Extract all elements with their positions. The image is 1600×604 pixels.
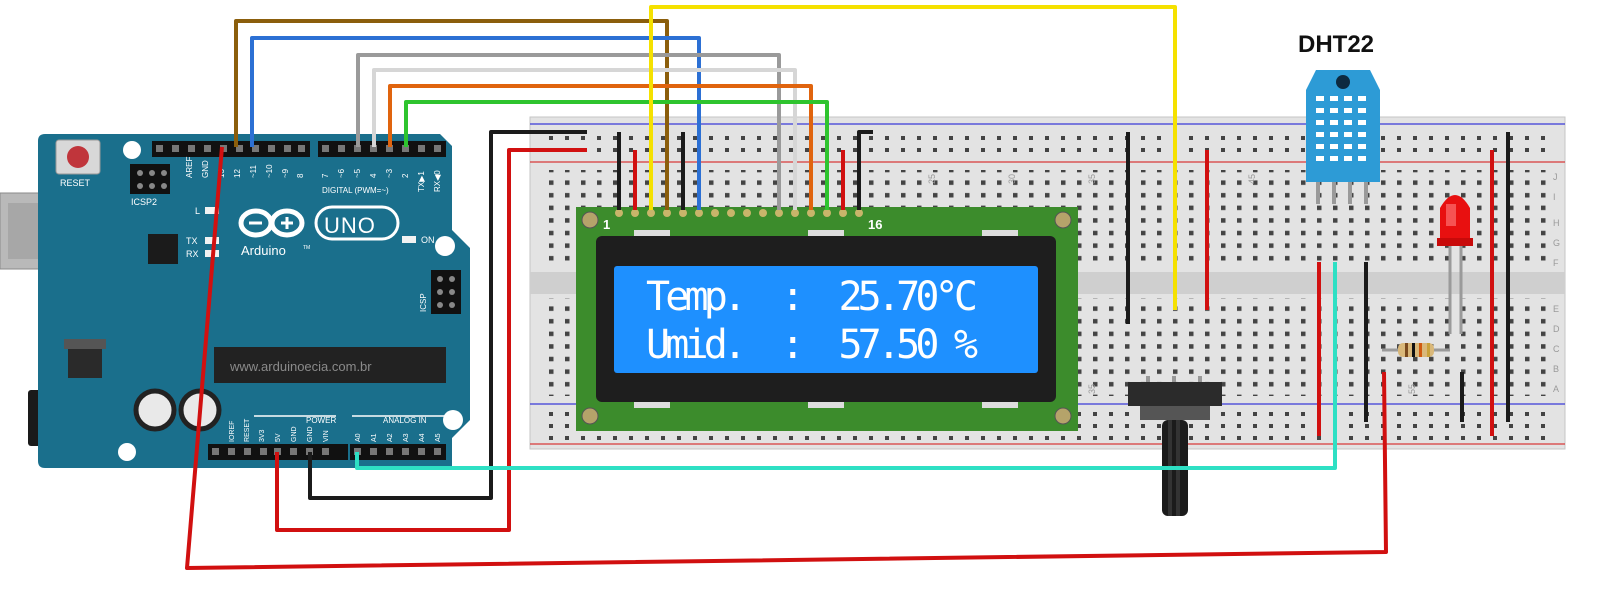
atmega-chip <box>214 347 446 383</box>
power-pin-label: RESET <box>244 418 251 442</box>
lcd-line-1: Temp. : 25.70°C <box>646 274 978 320</box>
breadboard-labels: 25 30 35 45 35 55 J I H G F E D C B A <box>927 172 1560 394</box>
wire-green <box>404 100 829 210</box>
lcd-pin-last-label: 16 <box>868 217 882 232</box>
icsp2-header <box>130 164 170 194</box>
on-label: ON <box>421 235 435 245</box>
power-pin-label: VIN <box>323 430 330 442</box>
row-letter: E <box>1553 304 1559 314</box>
lcd-16x2 <box>576 207 1078 431</box>
power-pin-label: GND <box>307 426 314 442</box>
wire-a0 <box>355 262 1337 470</box>
arduino-logo-icon <box>238 208 305 238</box>
dht22-sensor <box>1306 70 1380 204</box>
pin-label: 7 <box>321 173 330 178</box>
row-letter: G <box>1553 238 1560 248</box>
col-number: 35 <box>1087 174 1097 184</box>
row-letter: C <box>1553 344 1560 354</box>
digital-label: DIGITAL (PWM=~) <box>322 186 389 195</box>
col-number: 25 <box>927 174 937 184</box>
pin-label: ~3 <box>385 168 394 178</box>
pin-label: 12 <box>233 169 242 178</box>
pin-label: ~5 <box>353 168 362 178</box>
row-letter: D <box>1553 324 1560 334</box>
icsp-label: ICSP <box>419 293 428 312</box>
website-label: www.arduinoecia.com.br <box>229 359 372 374</box>
pin-label: RX◀0 <box>433 170 442 192</box>
row-letter: B <box>1553 364 1559 374</box>
small-chip <box>148 234 178 264</box>
lcd-screen <box>614 266 1038 373</box>
red-led <box>1437 195 1473 334</box>
power-pin-label: IOREF <box>229 421 236 442</box>
tx-led <box>205 237 219 244</box>
row-letter: I <box>1553 192 1556 202</box>
analog-header <box>350 444 446 460</box>
reset-label: RESET <box>60 178 91 188</box>
analog-pin-label: A5 <box>435 433 442 442</box>
aref-label: AREF <box>185 157 194 178</box>
pin-label: 8 <box>296 173 305 178</box>
analog-pin-label: A1 <box>371 433 378 442</box>
power-pin-label: GND <box>291 426 298 442</box>
capacitor <box>133 388 177 432</box>
power-pin-label: 3V3 <box>259 429 266 442</box>
digital-header-right <box>318 141 446 157</box>
l-led <box>205 207 219 214</box>
voltage-regulator <box>68 346 102 378</box>
wire-brown <box>234 19 669 210</box>
wires <box>185 5 1510 570</box>
row-letter: F <box>1553 258 1559 268</box>
wire-white <box>372 68 797 210</box>
analog-pin-label: A3 <box>403 433 410 442</box>
pin-label: 2 <box>401 173 410 178</box>
analog-pin-label: A0 <box>355 433 362 442</box>
row-letter: A <box>1553 384 1559 394</box>
on-led <box>402 236 416 243</box>
row-letter: J <box>1553 172 1558 182</box>
pin-label: ~6 <box>337 168 346 178</box>
wire-pin13 <box>185 146 1388 570</box>
pin-label: 4 <box>369 173 378 178</box>
resistor <box>1382 343 1450 357</box>
rx-label: RX <box>186 249 199 259</box>
pin-label: ~9 <box>281 168 290 178</box>
pin-label: TX▶1 <box>417 171 426 192</box>
wire-orange <box>388 84 813 210</box>
analog-label: ANALOG IN <box>383 416 427 425</box>
wire-gray <box>356 53 781 210</box>
dht22-label: DHT22 <box>1298 31 1374 58</box>
col-number: 55 <box>1407 384 1417 394</box>
reset-button-cap[interactable] <box>67 146 89 168</box>
wire-5v <box>275 148 587 532</box>
lcd-pin-first-label: 1 <box>603 217 610 232</box>
power-label: POWER <box>306 416 336 425</box>
lcd-line-2: Umid. : 57.50 % <box>646 322 978 368</box>
power-pin-label: 5V <box>275 433 282 442</box>
gnd-label: GND <box>201 160 210 178</box>
l-label: L <box>195 206 200 216</box>
wire-gnd <box>308 130 587 500</box>
pin-label: ~10 <box>265 164 274 178</box>
brand-label: Arduino <box>241 243 286 258</box>
col-number: 30 <box>1007 174 1017 184</box>
row-letter: H <box>1553 218 1560 228</box>
analog-pin-label: A4 <box>419 433 426 442</box>
uno-badge <box>314 205 400 241</box>
wire-yellow <box>649 5 1177 310</box>
arduino-uno-board <box>0 134 470 468</box>
tm-label: TM <box>303 245 310 251</box>
uno-label: UNO <box>324 213 376 238</box>
col-number: 35 <box>1087 384 1097 394</box>
analog-pin-label: A2 <box>387 433 394 442</box>
col-number: 45 <box>1247 174 1257 184</box>
wire-blue <box>250 36 701 210</box>
icsp2-label: ICSP2 <box>131 197 157 207</box>
pin-label: ~11 <box>249 164 258 178</box>
tx-label: TX <box>186 236 198 246</box>
icsp-header <box>431 270 461 314</box>
